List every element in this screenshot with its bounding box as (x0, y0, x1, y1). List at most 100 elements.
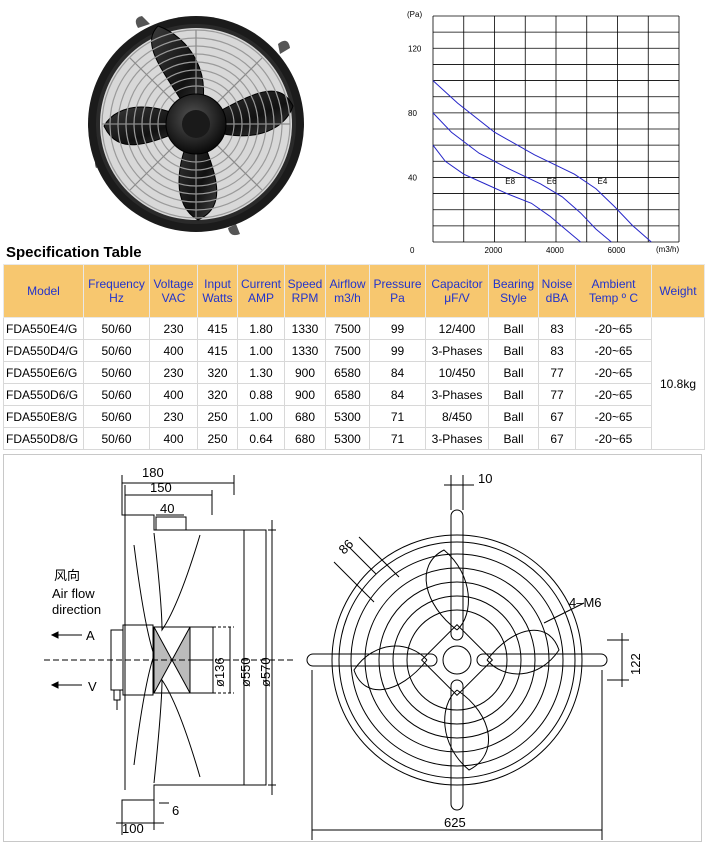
table-cell: -20~65 (575, 339, 652, 362)
dim-570: ø570 (258, 657, 273, 687)
table-cell: 10/450 (425, 361, 489, 384)
y-tick-label: 40 (408, 173, 417, 182)
table-cell: 5300 (325, 405, 370, 428)
y-tick-label: 80 (408, 109, 417, 118)
table-cell: 320 (197, 361, 238, 384)
table-cell: Ball (488, 317, 539, 340)
table-cell: 6580 (325, 361, 370, 384)
series-line-e8 (432, 144, 581, 243)
airflow-label-en1: Air flow (52, 586, 95, 601)
table-cell: 400 (149, 427, 198, 450)
model-cell: FDA550E4/G (3, 317, 84, 340)
table-cell: 0.88 (237, 383, 285, 406)
model-cell: FDA550D6/G (3, 383, 84, 406)
dim-6: 6 (172, 803, 179, 818)
table-cell: -20~65 (575, 427, 652, 450)
chart-ylabel: (Pa) (407, 10, 422, 19)
table-cell: 680 (284, 427, 326, 450)
table-cell: 71 (369, 405, 426, 428)
table-cell: 77 (538, 361, 576, 384)
x-tick-label: 6000 (608, 246, 626, 255)
table-cell: 7500 (325, 317, 370, 340)
table-cell: 50/60 (83, 427, 150, 450)
table-cell: 3-Phases (425, 383, 489, 406)
x-tick-label: 0 (410, 246, 415, 255)
table-cell: -20~65 (575, 405, 652, 428)
table-cell: 50/60 (83, 317, 150, 340)
table-cell: 6580 (325, 383, 370, 406)
dim-550: ø550 (238, 657, 253, 687)
dim-4-m6: 4–M6 (569, 595, 602, 610)
dim-10: 10 (478, 471, 492, 486)
column-header: Weight (651, 264, 705, 318)
model-cell: FDA550D4/G (3, 339, 84, 362)
dim-625: 625 (444, 815, 466, 830)
table-cell: 230 (149, 405, 198, 428)
spec-table-title: Specification Table (6, 244, 142, 261)
table-cell: 50/60 (83, 339, 150, 362)
table-cell: 680 (284, 405, 326, 428)
column-header: Model (3, 264, 84, 318)
table-cell: 71 (369, 427, 426, 450)
weight-cell: 10.8kg (651, 317, 705, 450)
chart-grid (432, 15, 680, 243)
table-cell: 50/60 (83, 383, 150, 406)
table-cell: 8/450 (425, 405, 489, 428)
table-cell: 250 (197, 427, 238, 450)
table-cell: 77 (538, 383, 576, 406)
table-cell: 83 (538, 317, 576, 340)
side-view (44, 475, 294, 835)
table-cell: Ball (488, 405, 539, 428)
table-cell: Ball (488, 383, 539, 406)
table-cell: 5300 (325, 427, 370, 450)
airflow-label-a: A (86, 628, 95, 643)
table-cell: Ball (488, 361, 539, 384)
table-cell: 1330 (284, 339, 326, 362)
model-cell: FDA550E8/G (3, 405, 84, 428)
table-cell: 67 (538, 405, 576, 428)
series-label-e6: E6 (547, 177, 557, 186)
dim-40: 40 (160, 501, 174, 516)
airflow-label-v: V (88, 679, 97, 694)
table-cell: 400 (149, 339, 198, 362)
model-cell: FDA550D8/G (3, 427, 84, 450)
table-cell: 230 (149, 317, 198, 340)
table-cell: 230 (149, 361, 198, 384)
table-cell: 415 (197, 339, 238, 362)
fan-photo (88, 16, 304, 236)
table-cell: 3-Phases (425, 427, 489, 450)
table-cell: 250 (197, 405, 238, 428)
y-tick-label: 120 (408, 44, 422, 53)
dim-100: 100 (122, 821, 144, 836)
table-cell: 0.64 (237, 427, 285, 450)
x-tick-label: 4000 (546, 246, 564, 255)
table-cell: 400 (149, 383, 198, 406)
table-cell: 84 (369, 361, 426, 384)
table-cell: 99 (369, 317, 426, 340)
series-line-e6 (432, 112, 612, 243)
table-cell: 320 (197, 383, 238, 406)
table-cell: 67 (538, 427, 576, 450)
table-cell: 1330 (284, 317, 326, 340)
dim-180: 180 (142, 465, 164, 480)
table-cell: Ball (488, 427, 539, 450)
table-cell: 83 (538, 339, 576, 362)
